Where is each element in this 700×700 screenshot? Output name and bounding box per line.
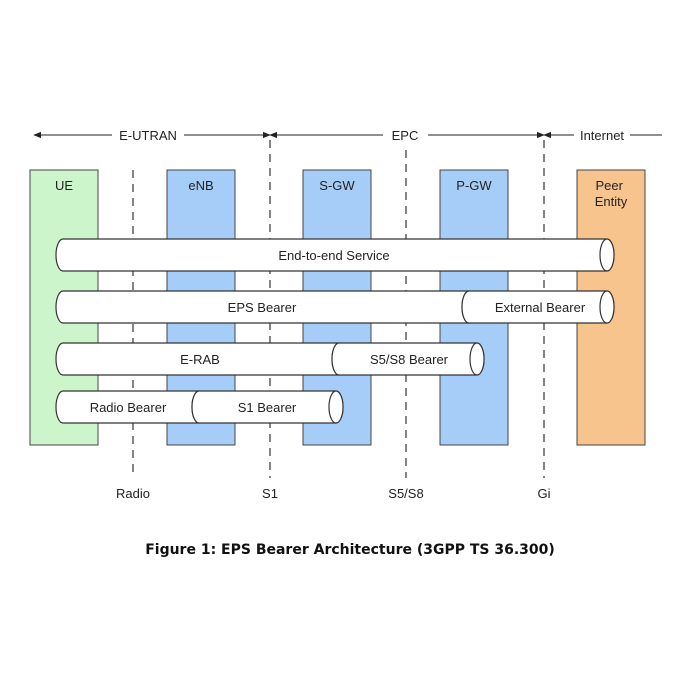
domain-label-epc: EPC bbox=[392, 128, 419, 143]
node-label-peer-line1: Peer bbox=[595, 178, 623, 193]
bearer-external-bearer-cap bbox=[599, 290, 615, 324]
interface-label-s5s8: S5/S8 bbox=[388, 486, 423, 501]
node-label-peer-line2: Entity bbox=[595, 194, 628, 209]
bearer-label-s5s8-bearer: S5/S8 Bearer bbox=[370, 352, 449, 367]
domain-label-internet: Internet bbox=[580, 128, 624, 143]
bearer-label-external-bearer: External Bearer bbox=[495, 300, 586, 315]
interface-label-radio: Radio bbox=[116, 486, 150, 501]
bearer-end-to-end-service-cap bbox=[599, 238, 615, 272]
interface-label-gi: Gi bbox=[538, 486, 551, 501]
bearer-s5s8-bearer-cap bbox=[469, 342, 485, 376]
domain-label-e-utran: E-UTRAN bbox=[119, 128, 177, 143]
node-label-sgw: S-GW bbox=[319, 178, 355, 193]
node-label-peer: Peer Entity bbox=[595, 178, 628, 209]
node-label-enb: eNB bbox=[188, 178, 213, 193]
node-label-pgw: P-GW bbox=[456, 178, 492, 193]
bearer-label-radio-bearer: Radio Bearer bbox=[90, 400, 167, 415]
bearer-label-eps-bearer: EPS Bearer bbox=[228, 300, 297, 315]
bearer-s1-bearer-cap bbox=[328, 390, 344, 424]
bearer-label-end-to-end-service: End-to-end Service bbox=[278, 248, 389, 263]
interface-label-s1: S1 bbox=[262, 486, 278, 501]
bearer-label-e-rab: E-RAB bbox=[180, 352, 220, 367]
bearer-label-s1-bearer: S1 Bearer bbox=[238, 400, 297, 415]
node-label-ue: UE bbox=[55, 178, 73, 193]
figure-caption: Figure 1: EPS Bearer Architecture (3GPP … bbox=[145, 542, 555, 558]
bearer-tubes bbox=[55, 238, 615, 424]
